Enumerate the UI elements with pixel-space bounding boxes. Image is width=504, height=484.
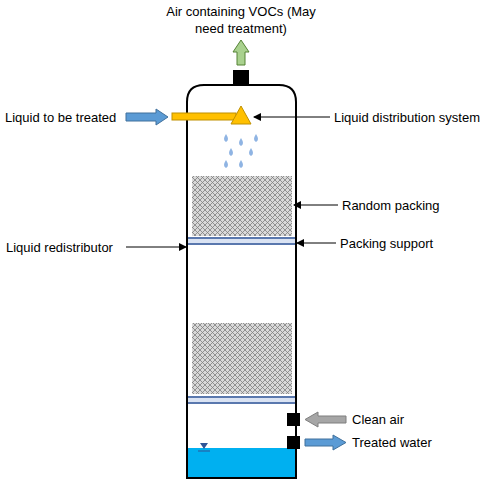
water-pool [188, 448, 295, 477]
callout-label: Random packing [342, 197, 440, 214]
distributor [231, 106, 251, 124]
packing-support [188, 237, 295, 245]
packing-bed [192, 323, 292, 394]
water-level-mark [200, 443, 208, 449]
callout-label: Packing support [340, 235, 433, 252]
leader-line [126, 247, 186, 248]
air-inlet-arrow [305, 412, 346, 427]
air-inlet-nozzle [287, 413, 300, 426]
feed-pipe [172, 113, 236, 120]
outlet-label: Air containing VOCs (May need treatment) [161, 3, 321, 37]
outlet-nozzle [233, 70, 249, 86]
liquid-inlet-arrow [126, 109, 168, 125]
outlet-label: Treated water [352, 434, 432, 451]
packing-support [188, 396, 295, 404]
liquid-drops [224, 134, 258, 168]
leader-line [297, 243, 336, 244]
water-outlet-nozzle [287, 436, 300, 449]
air-outlet-arrow [233, 40, 249, 65]
callout-label: Liquid distribution system [334, 109, 480, 126]
inlet-label: Clean air [352, 411, 404, 428]
tower-shell [187, 85, 296, 478]
packing-bed [192, 176, 292, 236]
water-outlet-arrow [305, 435, 346, 450]
inlet-label: Liquid to be treated [5, 109, 116, 126]
leader-line [294, 205, 338, 206]
callout-label: Liquid redistributor [6, 239, 113, 256]
leader-line [254, 117, 330, 118]
